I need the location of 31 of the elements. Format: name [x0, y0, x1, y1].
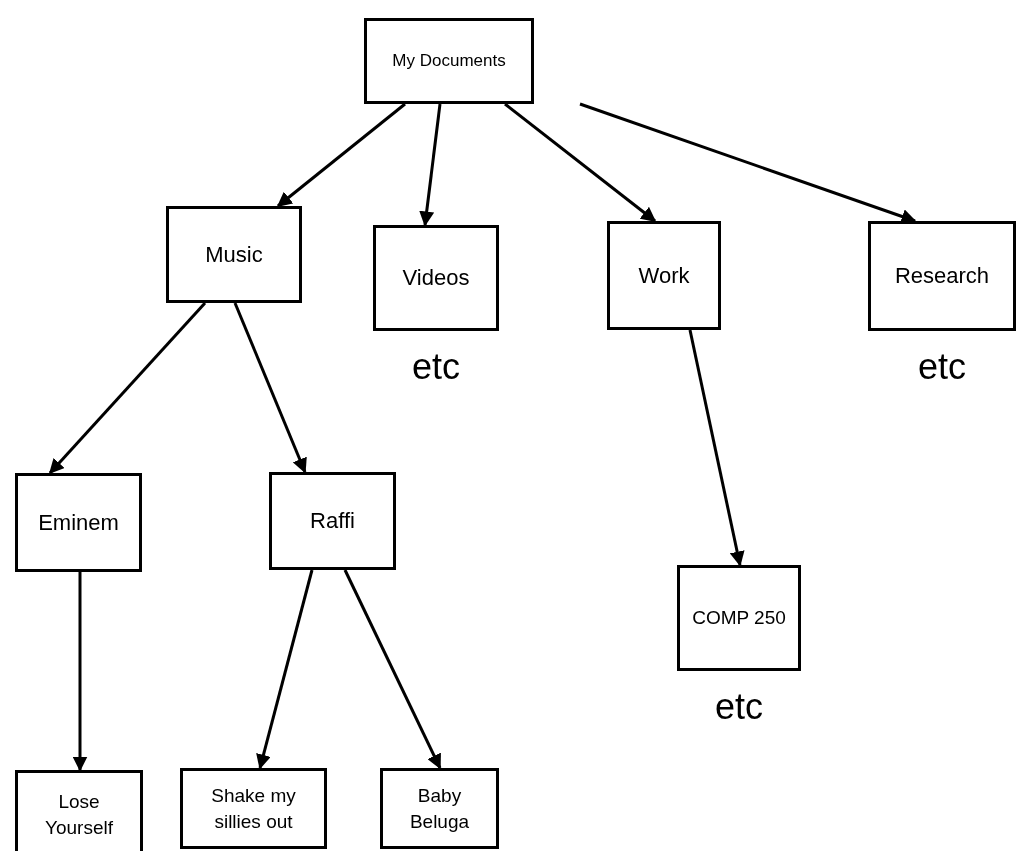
etc-note: etc — [918, 346, 966, 388]
arrow — [72, 572, 88, 772]
folder-box — [166, 206, 302, 303]
folder-name: Videos — [402, 264, 470, 293]
arrow — [504, 102, 657, 223]
folder-box — [180, 768, 327, 849]
arrow — [276, 102, 406, 208]
folder-box — [269, 472, 396, 570]
arrow — [256, 569, 314, 770]
arrow — [233, 302, 307, 474]
arrow — [688, 329, 745, 567]
folder-name: Music — [205, 240, 263, 269]
folder-box — [15, 770, 143, 851]
folder-name: Research — [894, 262, 990, 291]
folder-name: Baby Beluga — [408, 783, 471, 834]
folder-name: Lose Yourself — [44, 790, 114, 840]
arrow — [343, 569, 442, 770]
folder-name: Raffi — [310, 507, 355, 536]
folder-name: Shake my sillies out — [210, 783, 297, 834]
arrow — [48, 302, 207, 475]
folder-name: My Documents — [392, 49, 506, 72]
etc-note: etc — [412, 346, 460, 388]
folder-box — [607, 221, 721, 330]
arrow — [419, 103, 442, 227]
folder-box — [15, 473, 142, 572]
folder-name: Eminem — [38, 508, 119, 537]
etc-note: etc — [715, 686, 763, 728]
folder-name: Work — [638, 261, 690, 290]
folder-box — [380, 768, 499, 849]
folder-box — [364, 18, 534, 104]
folder-name: COMP 250 — [692, 606, 786, 631]
